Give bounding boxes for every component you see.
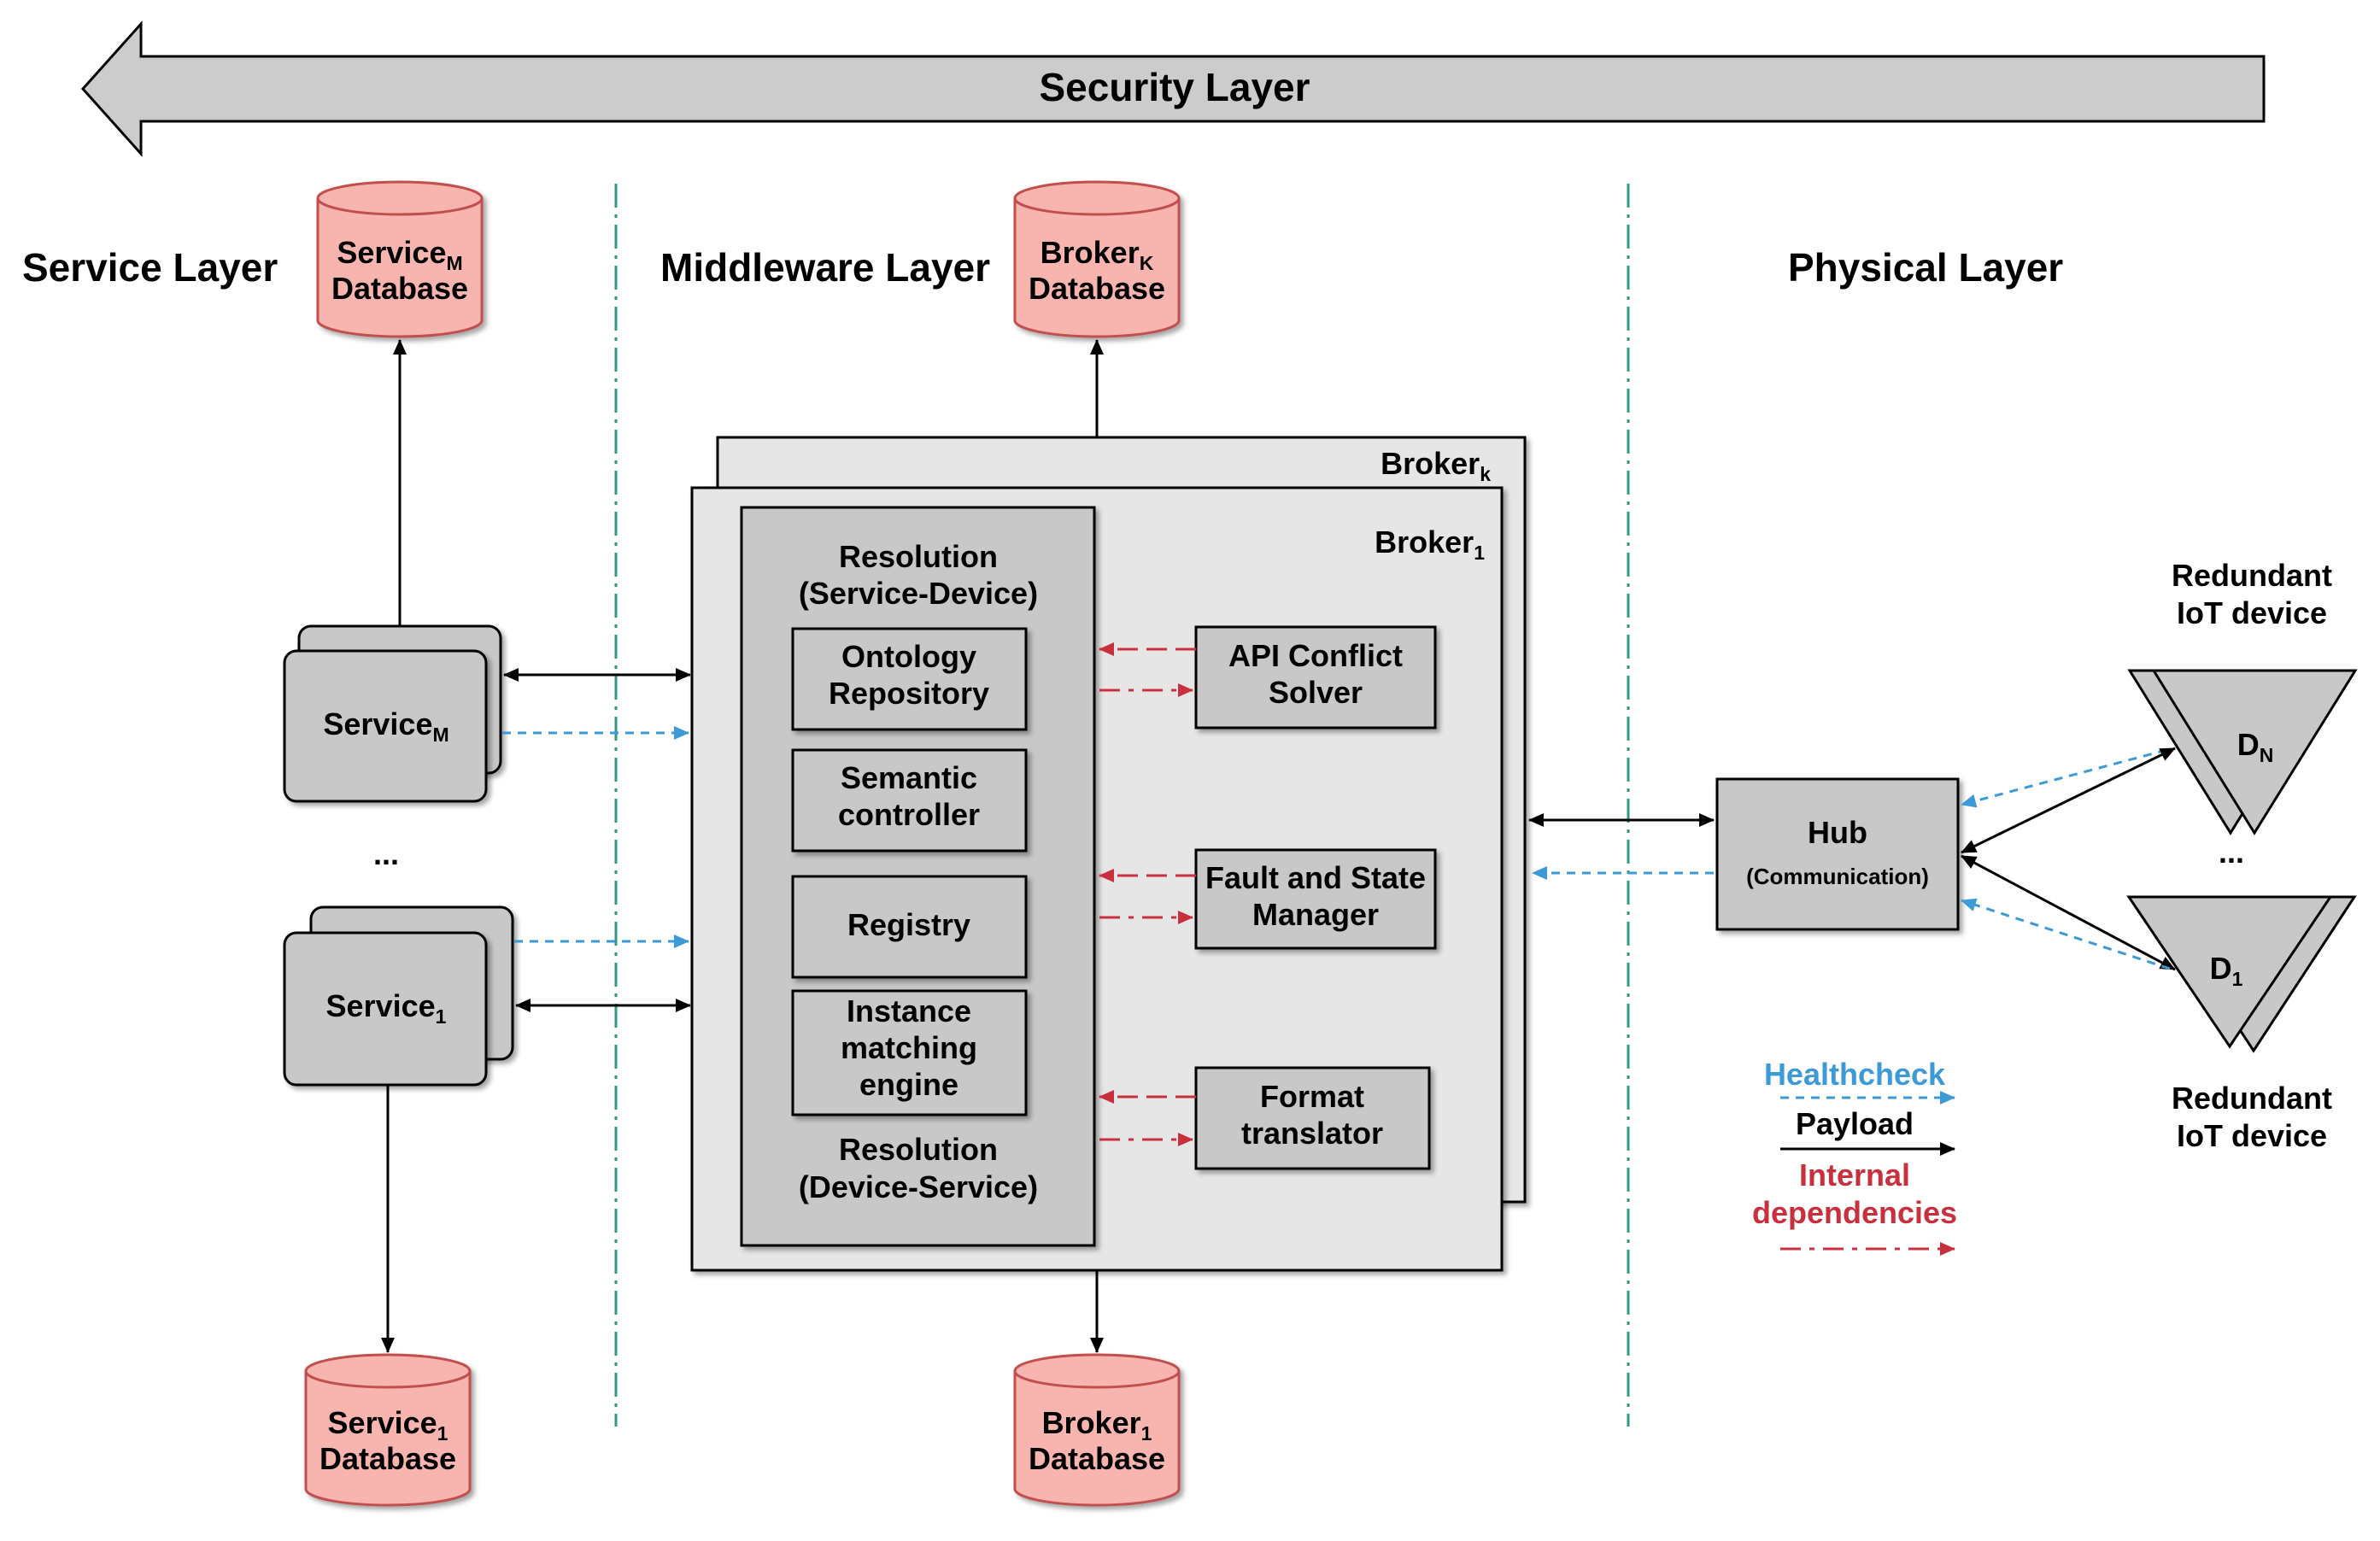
semantic-controller-box bbox=[791, 748, 1028, 853]
legend: Healthcheck Payload Internal dependencie… bbox=[1752, 1057, 1957, 1256]
api-conflict-solver-box bbox=[1194, 625, 1437, 729]
device-d1-label: D1 bbox=[2210, 951, 2243, 990]
instance-line2: matching bbox=[841, 1030, 977, 1065]
legend-internal-line2: dependencies bbox=[1752, 1195, 1957, 1230]
service-m-database-label: ServiceM bbox=[337, 235, 462, 274]
broker-k-database bbox=[1013, 180, 1181, 338]
middleware-layer-title: Middleware Layer bbox=[660, 245, 990, 290]
fault-state-manager-box bbox=[1194, 848, 1437, 950]
hub-title: Hub bbox=[1808, 815, 1867, 850]
semantic-line2: controller bbox=[838, 797, 980, 832]
broker-k-database-label: BrokerK bbox=[1041, 235, 1154, 274]
ontology-line2: Repository bbox=[829, 676, 989, 711]
hub-d1-payload-arrow bbox=[1961, 854, 2176, 971]
service-1-box bbox=[283, 905, 514, 1087]
device-bottom-label-line1: Redundant bbox=[2172, 1081, 2332, 1116]
d1-hub-healthcheck-arrow bbox=[1961, 898, 2171, 970]
service-1-label: Service1 bbox=[326, 988, 447, 1028]
hub-box bbox=[1715, 777, 1960, 931]
broker-k-label: Brokerk bbox=[1381, 446, 1491, 485]
format-line1: Format bbox=[1260, 1079, 1364, 1114]
hub-dn-payload-arrow bbox=[1961, 747, 2176, 854]
resolution-bottom-line2: (Device-Service) bbox=[799, 1169, 1038, 1204]
broker-1-database-label: Broker1 bbox=[1042, 1405, 1152, 1444]
instance-matching-engine-box bbox=[791, 989, 1028, 1116]
resolution-bottom-line1: Resolution bbox=[839, 1132, 998, 1167]
broker-k-database-line2: Database bbox=[1029, 271, 1165, 306]
device-dn bbox=[2127, 669, 2358, 835]
api-line2: Solver bbox=[1269, 675, 1363, 710]
service-1-database-line2: Database bbox=[319, 1441, 456, 1476]
service-m-database bbox=[316, 180, 484, 338]
security-layer-label: Security Layer bbox=[1039, 65, 1310, 109]
device-top-label-line2: IoT device bbox=[2177, 595, 2327, 630]
device-d1 bbox=[2126, 895, 2357, 1053]
broker-1-database-line2: Database bbox=[1029, 1441, 1165, 1476]
fault-line2: Manager bbox=[1252, 897, 1379, 932]
resolution-top-line2: (Service-Device) bbox=[799, 576, 1038, 611]
ontology-line1: Ontology bbox=[841, 639, 976, 674]
dn-hub-healthcheck-arrow bbox=[1961, 748, 2167, 808]
format-line2: translator bbox=[1241, 1116, 1383, 1151]
service-1-database-label: Service1 bbox=[328, 1405, 448, 1444]
physical-layer-title: Physical Layer bbox=[1788, 245, 2063, 290]
legend-payload-label: Payload bbox=[1796, 1106, 1914, 1141]
service-1-database bbox=[304, 1353, 472, 1507]
device-top-label-line1: Redundant bbox=[2172, 558, 2332, 593]
broker-1-label: Broker1 bbox=[1375, 524, 1485, 564]
legend-internal-line1: Internal bbox=[1799, 1157, 1910, 1192]
device-ellipsis: ... bbox=[2219, 835, 2244, 870]
semantic-line1: Semantic bbox=[841, 760, 977, 795]
api-line1: API Conflict bbox=[1228, 638, 1403, 673]
resolution-top-line1: Resolution bbox=[839, 539, 998, 574]
broker-1-database bbox=[1013, 1353, 1181, 1507]
legend-healthcheck-label: Healthcheck bbox=[1764, 1057, 1946, 1092]
hub-subtitle: (Communication) bbox=[1746, 864, 1929, 889]
format-translator-box bbox=[1194, 1066, 1431, 1170]
device-bottom-label-line2: IoT device bbox=[2177, 1118, 2327, 1153]
security-layer-arrow: Security Layer bbox=[80, 21, 2266, 157]
service-m-box bbox=[283, 624, 502, 803]
device-dn-label: DN bbox=[2237, 727, 2274, 766]
ontology-repository-box bbox=[791, 627, 1028, 731]
service-ellipsis: ... bbox=[373, 836, 399, 871]
instance-line3: engine bbox=[859, 1067, 958, 1102]
registry-label: Registry bbox=[847, 907, 970, 942]
service-m-database-line2: Database bbox=[331, 271, 468, 306]
service-layer-title: Service Layer bbox=[22, 245, 278, 290]
service-m-label: ServiceM bbox=[323, 706, 448, 746]
registry-box bbox=[791, 875, 1028, 979]
fault-line1: Fault and State bbox=[1205, 860, 1426, 895]
instance-line1: Instance bbox=[847, 993, 971, 1028]
internal-dependency-arrows bbox=[1099, 642, 1196, 1146]
